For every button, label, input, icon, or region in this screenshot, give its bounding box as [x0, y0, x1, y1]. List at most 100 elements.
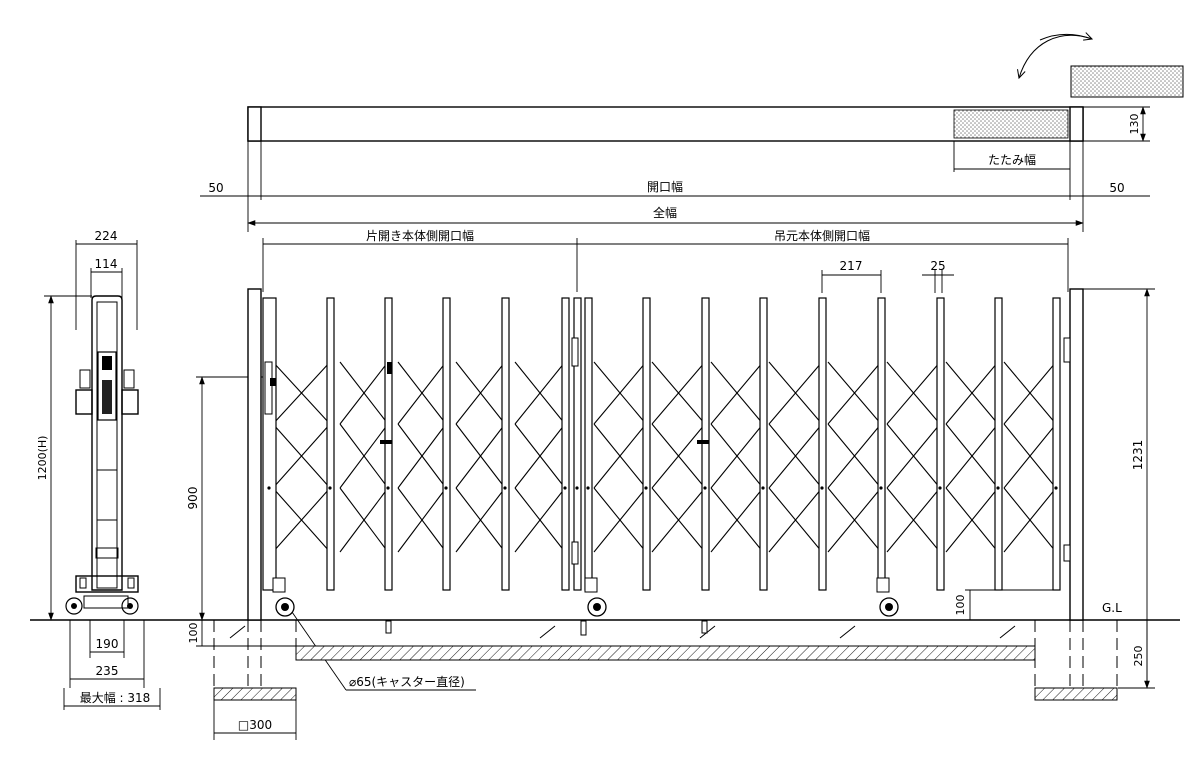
right-margin-dim: 50	[1109, 181, 1124, 195]
gate-bar	[573, 297, 582, 591]
lattice-strut	[710, 361, 764, 425]
lattice-strut	[886, 361, 941, 425]
pivot-dot	[938, 486, 942, 490]
concrete-slab	[295, 645, 1036, 661]
pivot-dot	[703, 486, 707, 490]
footing-label: □300	[238, 718, 272, 732]
side-height-dim: 1200(H)	[36, 436, 49, 481]
max-width-label: 最大幅 : 318	[80, 690, 151, 705]
casters	[272, 577, 899, 617]
caster-bracket	[876, 577, 890, 593]
right-opening-label: 吊元本体側開口幅	[774, 228, 870, 243]
opening-width-label: 開口幅	[647, 179, 683, 194]
pivot-dot	[644, 486, 648, 490]
lattice-strut	[1003, 361, 1057, 425]
pivot-dot	[386, 486, 390, 490]
center-lock-upper	[571, 337, 579, 367]
lattice-strut	[945, 423, 999, 489]
gate-bar	[818, 297, 827, 591]
handle-right	[697, 440, 709, 444]
gate-elevation	[247, 288, 1084, 621]
latch-mechanism	[264, 361, 273, 415]
lattice-strut	[339, 361, 389, 425]
right-post	[1069, 288, 1084, 621]
lattice-strut	[455, 361, 506, 425]
lattice-strut	[651, 487, 706, 553]
gate-bar	[877, 297, 886, 591]
caster-label: ⌀65(キャスター直径)	[349, 675, 465, 689]
folded-width-label: たたみ幅	[988, 152, 1036, 167]
elevation-dimensions: 片開き本体側開口幅 吊元本体側開口幅 217 25 1231 900 100 1…	[186, 228, 1155, 740]
plan-right-post	[1069, 106, 1084, 142]
side-base	[75, 575, 139, 593]
left-footing	[213, 687, 297, 701]
lattice-strut	[339, 423, 389, 489]
total-width-label: 全幅	[653, 205, 677, 220]
right-footing	[1034, 687, 1118, 701]
lattice-strut	[272, 423, 331, 489]
lattice-strut	[593, 423, 647, 489]
plan-view: 130 たたみ幅 50 開口幅 50 全幅	[200, 34, 1184, 232]
side-inner-width-dim: 114	[95, 257, 118, 271]
lattice-strut	[827, 487, 882, 553]
lattice-strut	[827, 361, 882, 425]
lattice-strut	[945, 361, 999, 425]
center-lock-lower	[571, 541, 579, 565]
base-offset-dim: 100	[954, 595, 967, 616]
vertical-bars	[262, 297, 1061, 591]
caster-hub	[885, 603, 893, 611]
lattice-strut	[593, 361, 647, 425]
lattice-strut	[514, 423, 566, 489]
side-frame	[91, 295, 123, 591]
swing-arrow-right	[1039, 34, 1092, 40]
side-foot-width-dim: 235	[96, 664, 119, 678]
gate-bar	[994, 297, 1003, 591]
gate-bar	[501, 297, 510, 591]
left-opening-label: 片開き本体側開口幅	[366, 228, 474, 243]
gate-bar	[561, 297, 570, 591]
ground-level-label: G.L	[1102, 601, 1122, 615]
caster-hub	[593, 603, 601, 611]
lattice-strut	[768, 487, 823, 553]
lattice-strut	[651, 423, 706, 489]
pivot-dot	[879, 486, 883, 490]
pivot-dot	[1054, 486, 1058, 490]
lattice-strut	[514, 361, 566, 425]
overall-height-dim: 1231	[1131, 440, 1145, 471]
side-base-width-dim: 190	[96, 637, 119, 651]
lattice-strut	[651, 361, 706, 425]
latch-handle	[270, 378, 276, 386]
gate-bar	[442, 297, 451, 591]
left-post	[247, 288, 262, 621]
pivot-dot	[503, 486, 507, 490]
pivot-dot	[563, 486, 567, 490]
bar-width-dim: 25	[930, 259, 945, 273]
pivot-dot	[267, 486, 271, 490]
caster-hub	[281, 603, 289, 611]
caster-bracket	[584, 577, 598, 593]
gate-bar	[642, 297, 651, 591]
plan-left-post	[247, 106, 262, 142]
lattice-strut	[768, 423, 823, 489]
foundation-depth-dim: 250	[1132, 646, 1145, 667]
lattice	[272, 361, 1057, 553]
lattice-strut	[886, 487, 941, 553]
pivot-dot	[996, 486, 1000, 490]
pitch-dim: 217	[840, 259, 863, 273]
side-right-block	[121, 389, 139, 415]
lattice-strut	[886, 423, 941, 489]
lattice-strut	[710, 487, 764, 553]
latch-height-dim: 900	[186, 487, 200, 510]
pivot-dot	[761, 486, 765, 490]
pivot-dot	[820, 486, 824, 490]
handle-left	[387, 362, 392, 374]
lattice-strut	[514, 487, 566, 553]
side-left-block	[75, 389, 93, 415]
lattice-strut	[397, 423, 447, 489]
gate-bar	[936, 297, 945, 591]
lattice-strut	[827, 423, 882, 489]
left-margin-dim: 50	[208, 181, 223, 195]
lattice-strut	[397, 361, 447, 425]
lattice-strut	[272, 361, 331, 425]
foundation-top-dim: 100	[187, 623, 200, 644]
